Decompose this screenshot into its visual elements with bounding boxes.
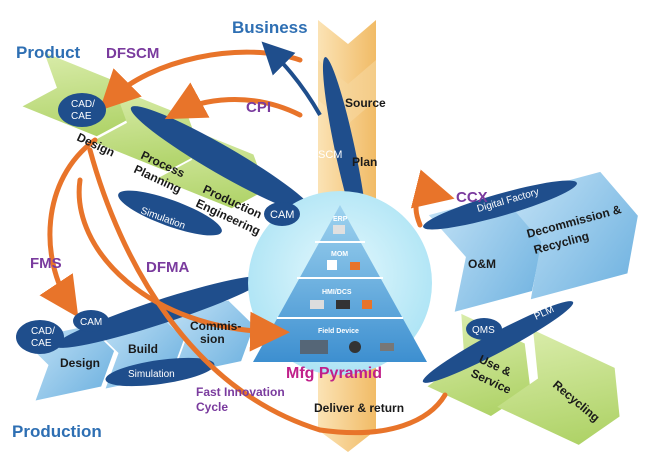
scm-label: SCM (318, 149, 342, 161)
production-commission-label-line1: Commis- (190, 319, 241, 333)
sensor-device-icon (349, 341, 361, 353)
product-cad-label-line2: CAE (71, 111, 92, 122)
production-title: Production (12, 422, 102, 441)
cpi-label: CPI (246, 99, 271, 116)
production-commission-label-line2: sion (200, 332, 225, 346)
production-design-label: Design (60, 356, 100, 370)
dfma-label: DFMA (146, 259, 189, 276)
plan-label: Plan (352, 155, 377, 169)
pyramid-level-hmi-dcs: HMI/DCS (322, 289, 352, 296)
om-label: O&M (468, 257, 496, 271)
dcs-panel-icon (336, 300, 350, 309)
system-ellipses (55, 57, 577, 387)
dfscm-label: DFSCM (106, 45, 159, 62)
erp-icon (333, 225, 345, 234)
pyramid-level-mom: MOM (331, 251, 348, 258)
fms-label: FMS (30, 255, 62, 272)
source-label: Source (345, 96, 386, 110)
valve-device-icon (380, 343, 394, 351)
production-build-label: Build (128, 342, 158, 356)
fast-innovation-label-line2: Cycle (196, 400, 228, 414)
pyramid-level-erp: ERP (333, 216, 348, 223)
fast-innovation-label-line1: Fast Innovation (196, 385, 285, 399)
business-arrows (261, 41, 322, 116)
tool-ellipses (16, 93, 502, 354)
mom-monitor-icon (327, 260, 337, 270)
right-lower-wing (427, 313, 620, 445)
production-cad-label-line1: CAD/ (31, 326, 55, 337)
mom-factory-icon (350, 262, 360, 270)
product-title: Product (16, 43, 81, 62)
hmi-screen-icon (310, 300, 324, 309)
hmi-factory-icon (362, 300, 372, 309)
qms-label: QMS (472, 325, 495, 336)
pyramid-level-field-device: Field Device (318, 328, 359, 335)
business-title: Business (232, 18, 308, 37)
product-wing (22, 52, 267, 209)
cycle-arrows (39, 49, 455, 436)
production-cam-label: CAM (80, 317, 102, 328)
mfg-pyramid (253, 205, 427, 362)
production-cad-label-line2: CAE (31, 338, 52, 349)
pyramid-title: Mfg Pyramid (286, 365, 382, 382)
product-cam-label: CAM (270, 209, 294, 221)
deliver-return-label: Deliver & return (314, 401, 404, 415)
production-simulation-label: Simulation (128, 369, 175, 380)
ccx-label: CCX (456, 189, 488, 206)
product-cad-label-line1: CAD/ (71, 99, 95, 110)
plc-device-icon (300, 340, 328, 354)
